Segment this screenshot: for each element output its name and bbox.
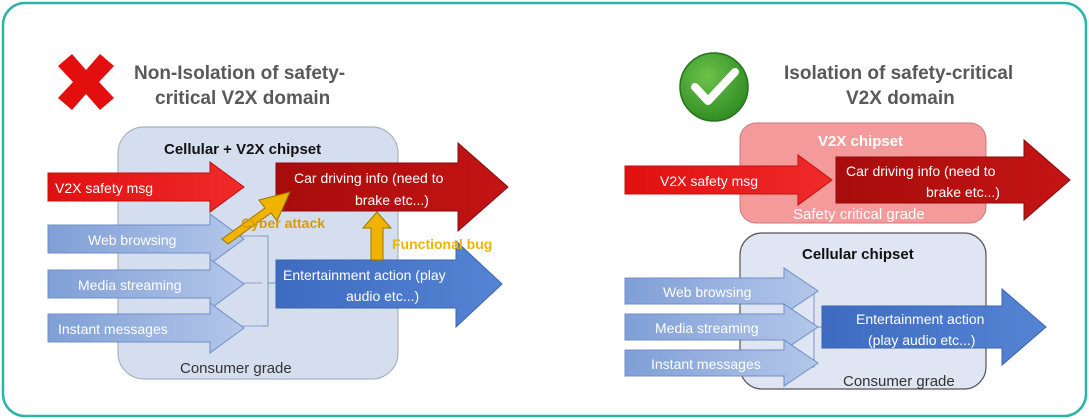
right-media-streaming-arrow: Media streaming	[624, 303, 819, 351]
right-entertainment-action-line1: Entertainment action	[856, 311, 984, 327]
right-car-driving-info-line2: brake etc...)	[926, 184, 1000, 200]
left-consumer-grade-label: Consumer grade	[180, 360, 292, 377]
web-browsing-arrow: Web browsing	[47, 213, 245, 265]
left-bracket	[262, 235, 276, 327]
instant-messages-label: Instant messages	[58, 321, 168, 337]
functional-bug-arrow	[361, 211, 393, 261]
left-title-line2: critical V2X domain	[155, 88, 330, 109]
left-title-line1: Non-Isolation of safety-	[134, 63, 345, 84]
right-entertainment-action-line2: (play audio etc...)	[868, 332, 975, 348]
entertainment-action-line1: Entertainment action (play	[283, 267, 446, 283]
cellular-v2x-chipset-label: Cellular + V2X chipset	[164, 141, 321, 158]
right-title-line1: Isolation of safety-critical	[784, 63, 1013, 84]
instant-messages-arrow: Instant messages	[47, 302, 245, 354]
car-driving-info-arrow: Car driving info (need to brake etc...)	[275, 141, 509, 233]
right-instant-messages-label: Instant messages	[651, 356, 761, 372]
right-car-driving-info-arrow: Car driving info (need to brake etc...)	[835, 138, 1071, 222]
v2x-safety-msg-label: V2X safety msg	[55, 180, 153, 196]
right-panel: Isolation of safety-critical V2X domain …	[624, 52, 1071, 390]
cellular-chipset-label: Cellular chipset	[802, 246, 914, 263]
car-driving-info-line1: Car driving info (need to	[294, 170, 444, 186]
right-media-streaming-label: Media streaming	[655, 320, 759, 336]
right-web-browsing-label: Web browsing	[663, 284, 751, 300]
entertainment-action-arrow: Entertainment action (play audio etc...)	[275, 239, 503, 329]
right-instant-messages-arrow: Instant messages	[624, 339, 819, 387]
functional-bug-label: Functional bug	[392, 236, 492, 252]
left-panel: Non-Isolation of safety- critical V2X do…	[47, 54, 509, 380]
cyber-attack-label: Cyber attack	[241, 215, 325, 231]
right-entertainment-action-arrow: Entertainment action (play audio etc...)	[821, 287, 1047, 367]
web-browsing-label: Web browsing	[88, 232, 176, 248]
right-v2x-safety-msg-arrow: V2X safety msg	[624, 154, 833, 206]
red-x-icon	[58, 54, 114, 110]
right-title-line2: V2X domain	[846, 88, 955, 109]
right-consumer-grade-label: Consumer grade	[843, 373, 955, 390]
right-car-driving-info-line1: Car driving info (need to	[846, 163, 996, 179]
car-driving-info-line2: brake etc...)	[355, 192, 429, 208]
green-check-icon	[679, 52, 749, 122]
right-web-browsing-arrow: Web browsing	[624, 267, 819, 315]
safety-critical-grade-label: Safety critical grade	[793, 206, 925, 223]
media-streaming-label: Media streaming	[78, 277, 182, 293]
cyber-attack-arrow	[221, 191, 291, 245]
media-streaming-arrow: Media streaming	[47, 258, 245, 310]
v2x-safety-msg-arrow: V2X safety msg	[47, 161, 245, 213]
right-v2x-safety-msg-label: V2X safety msg	[660, 173, 758, 189]
entertainment-action-line2: audio etc...)	[346, 288, 419, 304]
v2x-chipset-label: V2X chipset	[818, 133, 903, 150]
left-connector-lines	[240, 235, 262, 327]
